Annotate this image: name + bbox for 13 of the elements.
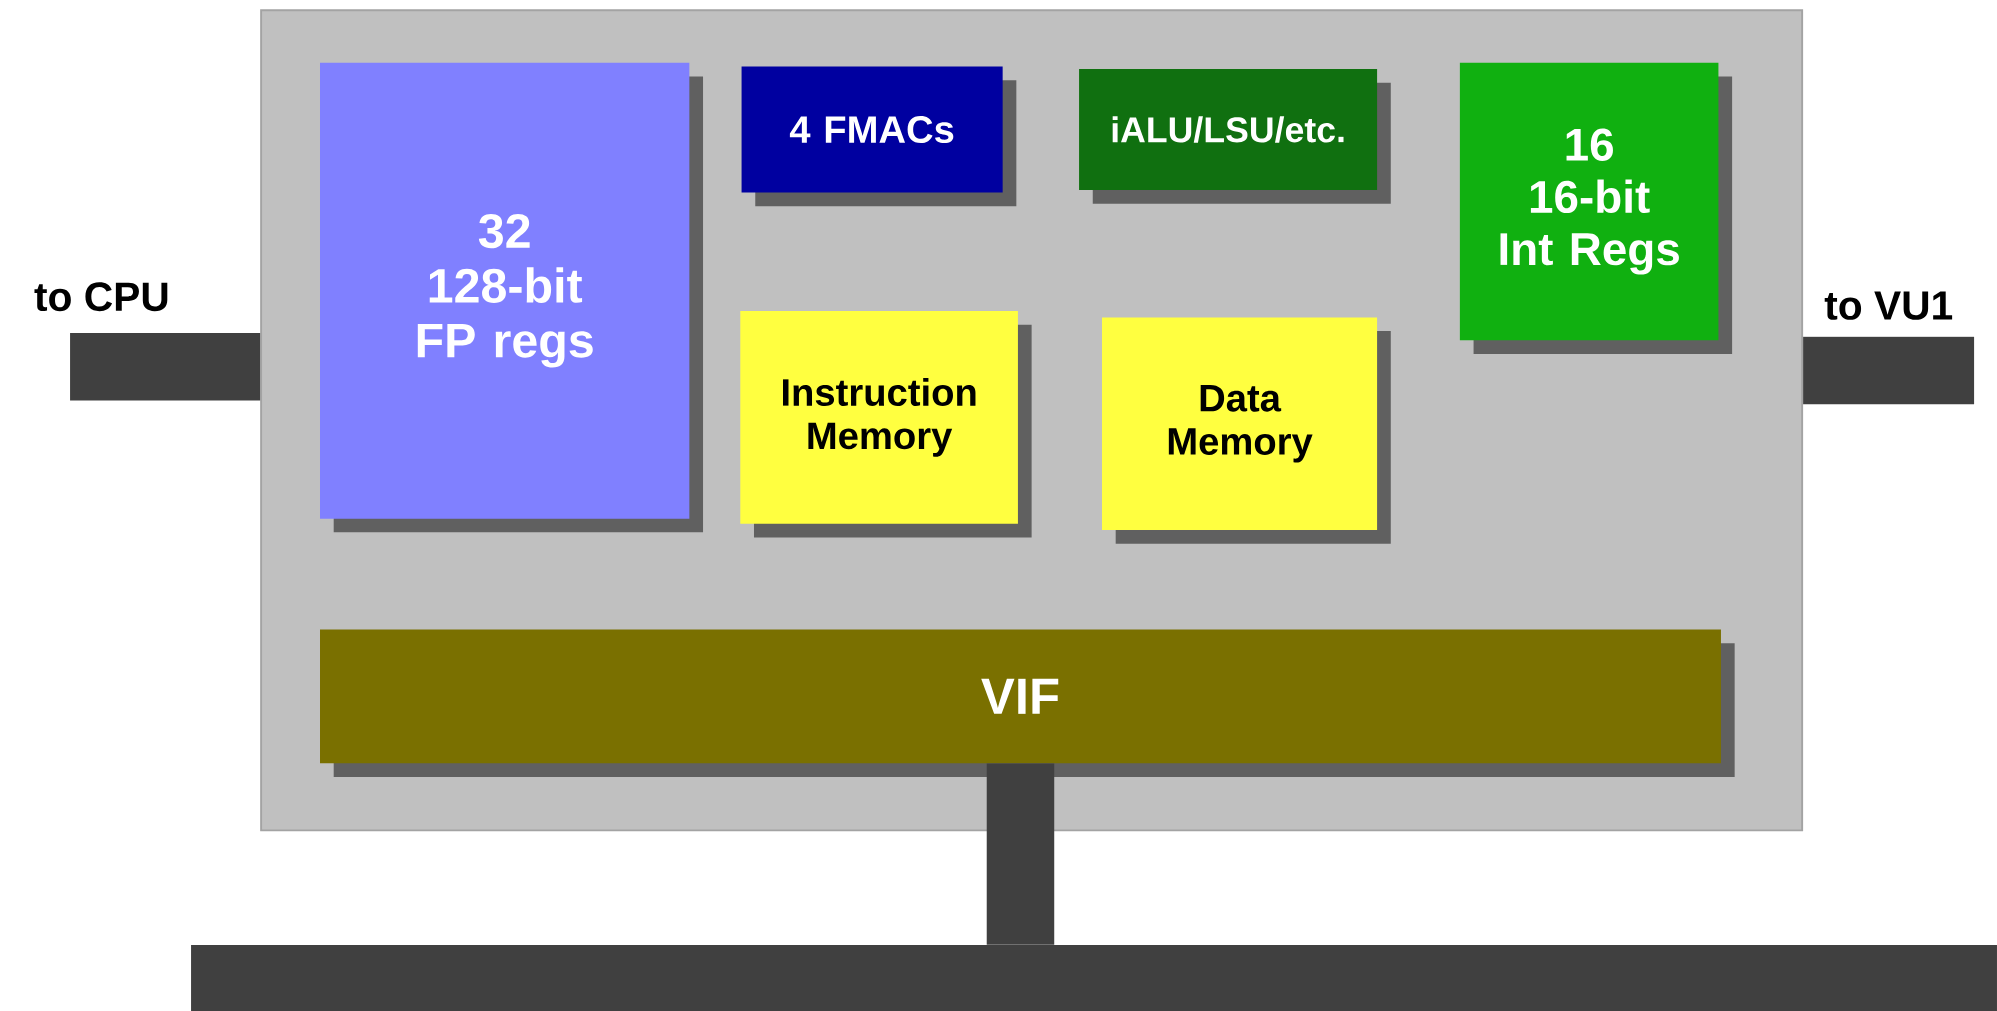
bus-line <box>70 332 261 401</box>
unit-box: 4 FMACs <box>741 66 1017 207</box>
bus-line <box>986 763 1055 945</box>
register-box: 32 128-bit FP regs <box>320 62 704 533</box>
edge-label: to VU1 <box>1824 291 1953 320</box>
bus-line <box>1803 336 1975 405</box>
memory-box: Data Memory <box>1102 317 1391 544</box>
bus-bar <box>191 944 1997 1011</box>
register-box: 16 16-bit Int Regs <box>1459 62 1733 354</box>
interface-bar: VIF <box>320 629 1735 777</box>
edge-label: to CPU <box>34 282 168 312</box>
memory-box: Instruction Memory <box>740 310 1032 538</box>
unit-box: iALU/LSU/etc. <box>1079 68 1391 204</box>
